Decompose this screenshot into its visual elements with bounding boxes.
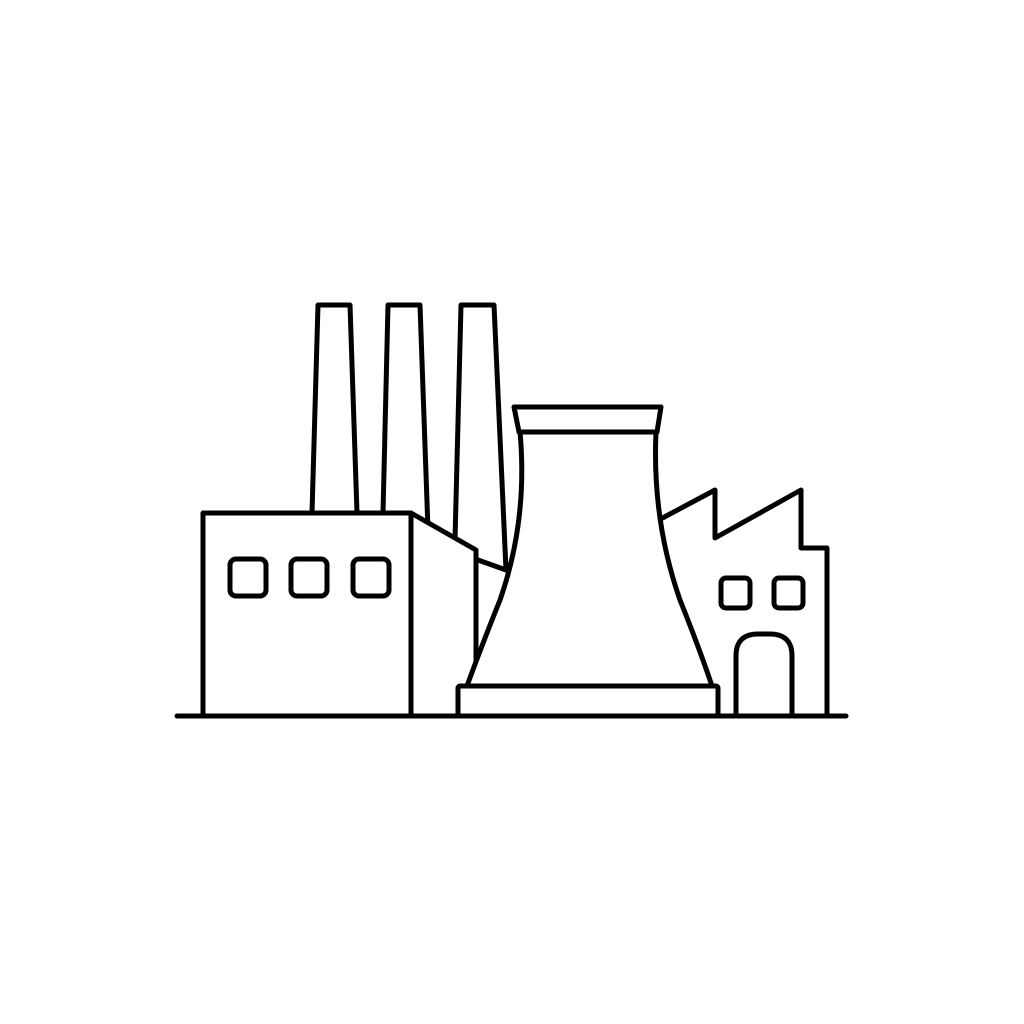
main-building	[200, 510, 414, 719]
window-icon	[771, 575, 806, 611]
main-building-windows	[227, 556, 392, 599]
door-icon	[733, 631, 795, 719]
window-icon	[350, 556, 392, 599]
window-icon	[288, 556, 330, 599]
chimney-2	[380, 302, 431, 533]
chimney-3	[452, 302, 509, 573]
sawtooth-building-windows	[718, 575, 806, 611]
cooling-tower-rim	[511, 404, 664, 435]
cooling-tower	[455, 404, 721, 719]
window-icon	[227, 556, 269, 599]
chimney-1	[309, 302, 360, 516]
cooling-tower-base	[455, 683, 721, 719]
window-icon	[718, 575, 753, 611]
